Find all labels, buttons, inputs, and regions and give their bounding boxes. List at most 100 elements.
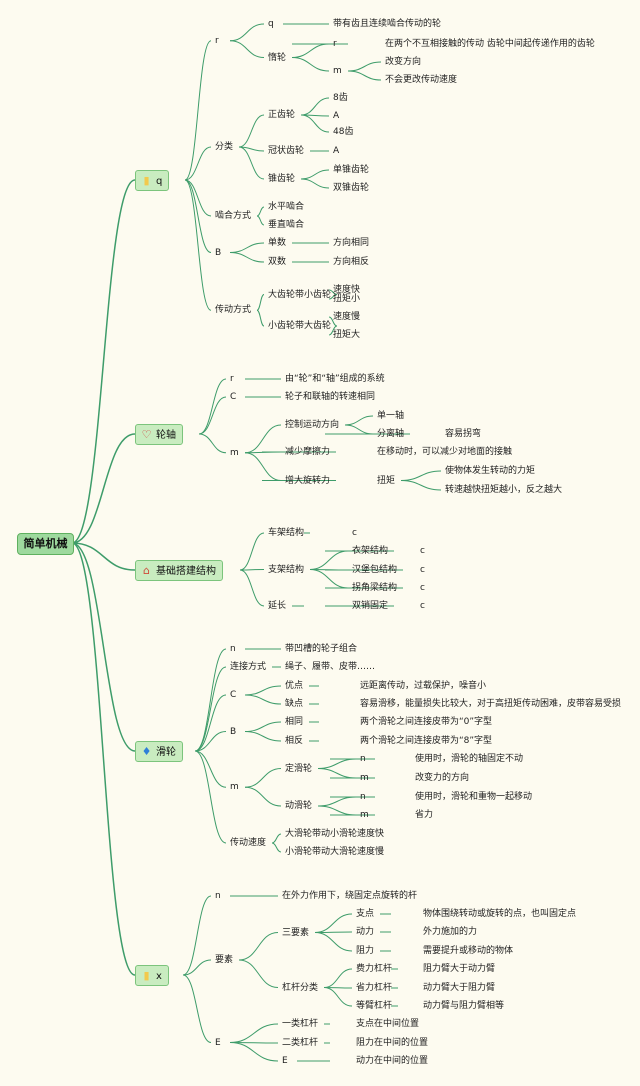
node-level2[interactable]: 相反 (285, 736, 304, 746)
node-level3[interactable]: 支点在中间位置 (356, 1019, 420, 1029)
node-level2[interactable]: 缺点 (285, 699, 304, 709)
node-level2[interactable]: 轮子和联轴的转速相同 (285, 392, 376, 402)
node-level3[interactable]: c (420, 601, 425, 611)
node-level4[interactable]: 物体围绕转动或旋转的点，也叫固定点 (423, 909, 577, 919)
node-level2[interactable]: 减少摩擦力 (285, 447, 331, 457)
node-level2[interactable]: 大滑轮带动小滑轮速度快 (285, 829, 385, 839)
node-level2[interactable]: 在外力作用下，绕固定点旋转的杆 (282, 891, 418, 901)
node-level3[interactable]: n (360, 754, 366, 764)
node-level3[interactable]: 支点 (356, 909, 375, 919)
node-level2[interactable]: 由“轮”和“轴”组成的系统 (285, 374, 385, 384)
node-level1[interactable]: B (215, 247, 222, 258)
node-level3[interactable]: 动力 (356, 927, 375, 937)
node-level2[interactable]: 正齿轮 (268, 110, 296, 120)
node-level3[interactable]: 容易滑移，能量损失比较大，对于高扭矩传动困难，皮带容易受损 (360, 699, 622, 709)
node-level2[interactable]: 单数 (268, 238, 287, 248)
node-level1[interactable]: r (230, 374, 234, 384)
node-level4[interactable]: 转速越快扭矩越小，反之越大 (445, 485, 563, 495)
node-level1[interactable]: r (215, 35, 219, 46)
node-level3[interactable]: n (360, 792, 366, 802)
node-level3[interactable]: 在移动时，可以减少对地面的接触 (377, 447, 513, 457)
node-level1[interactable]: E (215, 1037, 221, 1048)
node-level3[interactable]: 扭矩小 (333, 294, 361, 304)
node-level3[interactable]: 扭矩 (377, 475, 396, 486)
node-level4[interactable]: 改变力的方向 (415, 773, 470, 783)
node-level1[interactable]: 传动速度 (230, 838, 267, 848)
node-level3[interactable]: 费力杠杆 (356, 964, 393, 974)
node-level4[interactable]: 容易拐弯 (445, 429, 482, 439)
node-level3[interactable]: 扭矩大 (333, 330, 361, 340)
node-level2[interactable]: 拐角梁结构 (352, 583, 398, 593)
node-level2[interactable]: 优点 (285, 681, 304, 691)
node-level3[interactable]: r (333, 39, 337, 49)
node-level1[interactable]: 啮合方式 (215, 211, 252, 221)
node-level2[interactable]: 大齿轮带小齿轮 (268, 289, 332, 300)
node-level2[interactable]: 双销固定 (352, 601, 389, 611)
topic-t2[interactable]: ♡轮轴 (135, 424, 183, 445)
node-level2[interactable]: 惰轮 (268, 52, 287, 63)
topic-t5[interactable]: ▮x (135, 965, 169, 986)
node-level2[interactable]: E (282, 1056, 288, 1066)
node-level4[interactable]: 阻力臂大于动力臂 (423, 964, 496, 974)
node-level3[interactable]: 单锥齿轮 (333, 165, 370, 175)
node-level3[interactable]: 分离轴 (377, 429, 405, 439)
node-level3[interactable]: 方向相同 (333, 238, 370, 248)
node-level2[interactable]: 相同 (285, 717, 304, 727)
node-level4[interactable]: 省力 (415, 810, 434, 820)
node-level3[interactable]: 单一轴 (377, 411, 405, 421)
node-level4[interactable]: 动力臂与阻力臂相等 (423, 1001, 505, 1011)
node-level1[interactable]: C (230, 690, 237, 700)
node-level4[interactable]: 不会更改传动速度 (385, 75, 458, 85)
node-level1[interactable]: m (230, 447, 239, 458)
node-level3[interactable]: 等臂杠杆 (356, 1001, 393, 1011)
node-level2[interactable]: 带凹槽的轮子组合 (285, 644, 358, 654)
node-level3[interactable]: c (420, 565, 425, 575)
node-level1[interactable]: 要素 (215, 955, 234, 965)
node-level3[interactable]: 方向相反 (333, 257, 370, 267)
node-level2[interactable]: 汉堡包结构 (352, 565, 398, 575)
node-level2[interactable]: 小齿轮带大齿轮 (268, 321, 332, 331)
topic-t3[interactable]: ⌂基础搭建结构 (135, 560, 223, 581)
node-level2[interactable]: 杠杆分类 (282, 982, 319, 993)
node-level2[interactable]: 小滑轮带动大滑轮速度慢 (285, 847, 385, 857)
node-level2[interactable]: 一类杠杆 (282, 1019, 319, 1029)
node-level2[interactable]: 垂直啮合 (268, 220, 305, 230)
node-level1[interactable]: B (230, 726, 237, 737)
node-level2[interactable]: 控制运动方向 (285, 420, 340, 430)
node-level3[interactable]: 远距离传动，过载保护，噪音小 (360, 681, 487, 691)
node-level4[interactable]: 动力臂大于阻力臂 (423, 983, 496, 993)
node-level3[interactable]: 48齿 (333, 127, 354, 137)
node-level3[interactable]: 速度慢 (333, 312, 361, 322)
node-level2[interactable]: q (268, 19, 274, 29)
node-level2[interactable]: c (352, 528, 357, 538)
node-level3[interactable]: 阻力在中间的位置 (356, 1038, 429, 1048)
node-level2[interactable]: 水平啮合 (268, 202, 305, 212)
node-level2[interactable]: 锥齿轮 (268, 174, 296, 184)
node-level3[interactable]: 速度快 (333, 285, 361, 295)
node-level1[interactable]: 连接方式 (230, 662, 267, 672)
root-node[interactable]: 简单机械 (17, 533, 74, 555)
node-level2[interactable]: 二类杠杆 (282, 1038, 319, 1048)
node-level3[interactable]: 双锥齿轮 (333, 183, 370, 193)
node-level2[interactable]: 绳子、履带、皮带…… (285, 662, 376, 672)
node-level4[interactable]: 在两个不互相接触的传动 齿轮中间起传递作用的齿轮 (385, 39, 595, 49)
node-level3[interactable]: 8齿 (333, 93, 348, 103)
node-level1[interactable]: 传动方式 (215, 305, 252, 316)
node-level2[interactable]: 增大旋转力 (285, 475, 331, 486)
node-level3[interactable]: 带有齿且连续啮合传动的轮 (333, 19, 442, 29)
node-level3[interactable]: 省力杠杆 (356, 983, 393, 993)
node-level3[interactable]: 两个滑轮之间连接皮带为“0”字型 (360, 717, 493, 727)
node-level4[interactable]: 外力施加的力 (423, 927, 478, 937)
node-level2[interactable]: 衣架结构 (352, 546, 389, 556)
node-level2[interactable]: 动滑轮 (285, 801, 313, 811)
node-level4[interactable]: 使物体发生转动的力矩 (445, 466, 536, 476)
node-level1[interactable]: 延长 (268, 601, 287, 611)
node-level3[interactable]: 动力在中间的位置 (356, 1056, 429, 1066)
node-level4[interactable]: 使用时，滑轮和重物一起移动 (415, 792, 533, 802)
topic-t4[interactable]: ♦滑轮 (135, 741, 183, 762)
node-level4[interactable]: 需要提升或移动的物体 (423, 946, 514, 956)
node-level3[interactable]: A (333, 111, 340, 121)
node-level3[interactable]: c (420, 546, 425, 556)
node-level4[interactable]: 使用时，滑轮的轴固定不动 (415, 754, 524, 764)
node-level1[interactable]: 支架结构 (268, 564, 305, 575)
